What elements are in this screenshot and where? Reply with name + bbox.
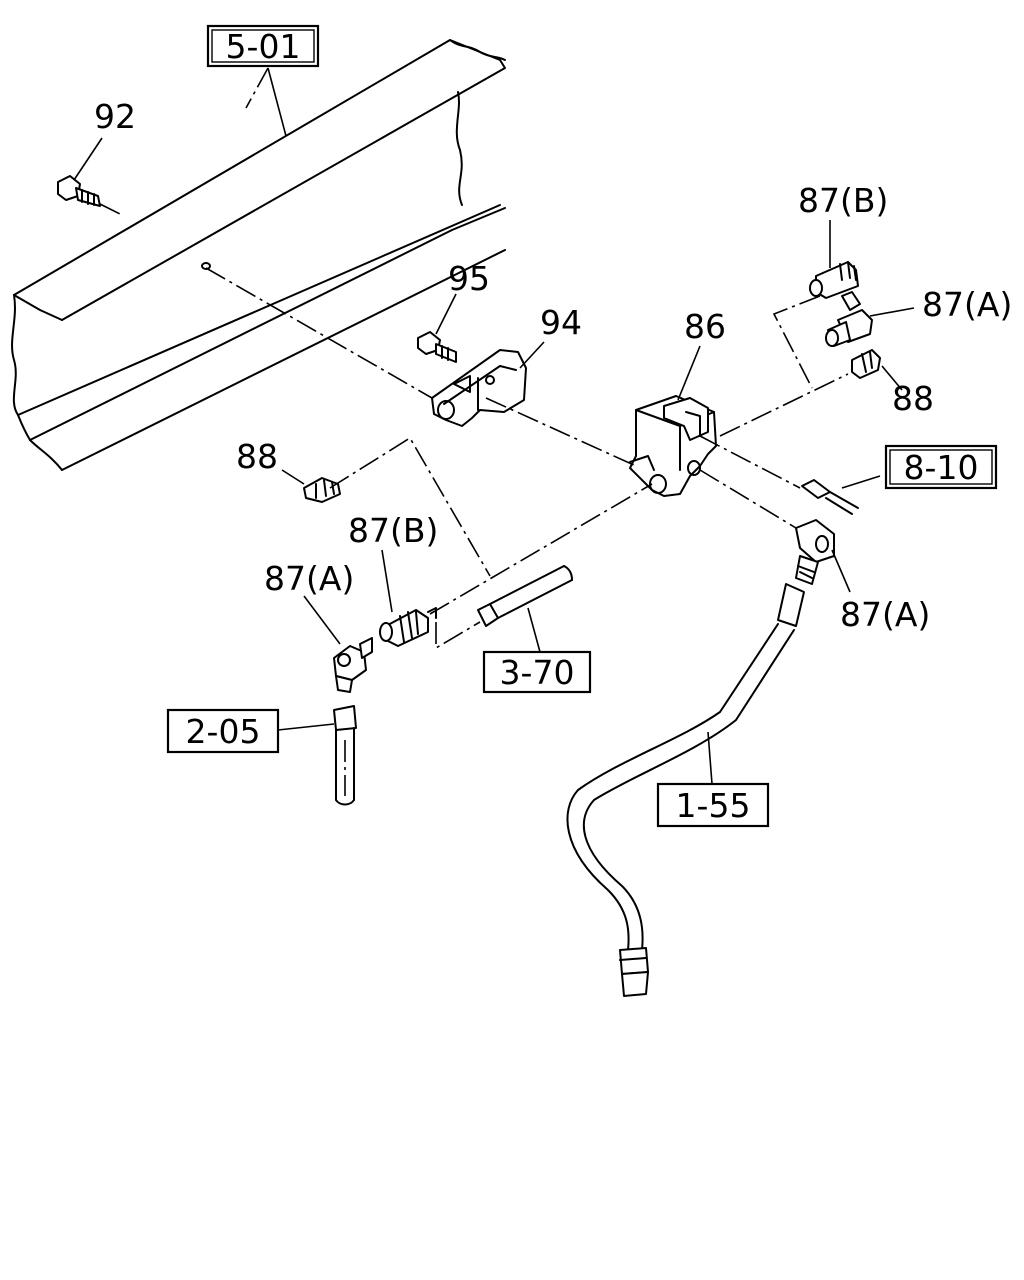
ref-box-1-55[interactable]: 1-55 <box>656 782 770 828</box>
fitting-87b-left <box>379 607 437 647</box>
fitting-87a-top <box>825 291 873 347</box>
fitting-87a-right <box>795 519 835 585</box>
ref-label-5-01: 5-01 <box>226 27 301 66</box>
ref-box-2-05[interactable]: 2-05 <box>166 708 280 754</box>
callout-92: 92 <box>94 97 136 136</box>
bolt-92 <box>57 175 101 207</box>
leader-lines <box>73 67 915 785</box>
callout-86: 86 <box>684 307 726 346</box>
frame-rail <box>11 39 506 471</box>
callout-87b-left: 87(B) <box>348 511 438 550</box>
callout-95: 95 <box>448 259 490 298</box>
fitting-87b-top <box>809 261 859 299</box>
valve-86 <box>629 395 717 497</box>
plug-88-left <box>303 477 341 503</box>
callout-87a-top: 87(A) <box>922 285 1012 324</box>
ref-label-8-10: 8-10 <box>904 448 979 487</box>
callout-87b-top: 87(B) <box>798 181 888 220</box>
ref-label-2-05: 2-05 <box>186 712 261 751</box>
ref-label-1-55: 1-55 <box>676 786 751 825</box>
hose-1-55 <box>566 583 805 997</box>
pipe-2-05 <box>333 705 357 806</box>
bolt-95 <box>417 331 457 363</box>
ref-label-3-70: 3-70 <box>500 653 575 692</box>
callout-87a-left: 87(A) <box>264 559 354 598</box>
callout-87a-right: 87(A) <box>840 595 930 634</box>
callout-88-right: 88 <box>892 379 934 418</box>
bracket-94 <box>431 349 527 427</box>
assembly-lines <box>205 67 849 650</box>
ref-box-5-01[interactable]: 5-01 <box>206 24 320 68</box>
pipe-3-70 <box>477 565 573 627</box>
harness-connector <box>801 479 859 515</box>
ref-box-8-10[interactable]: 8-10 <box>884 444 998 490</box>
callout-88-left: 88 <box>236 437 278 476</box>
plug-88-right <box>851 349 881 379</box>
ref-box-3-70[interactable]: 3-70 <box>482 650 592 694</box>
callout-94: 94 <box>540 303 582 342</box>
fitting-87a-left <box>333 637 373 693</box>
